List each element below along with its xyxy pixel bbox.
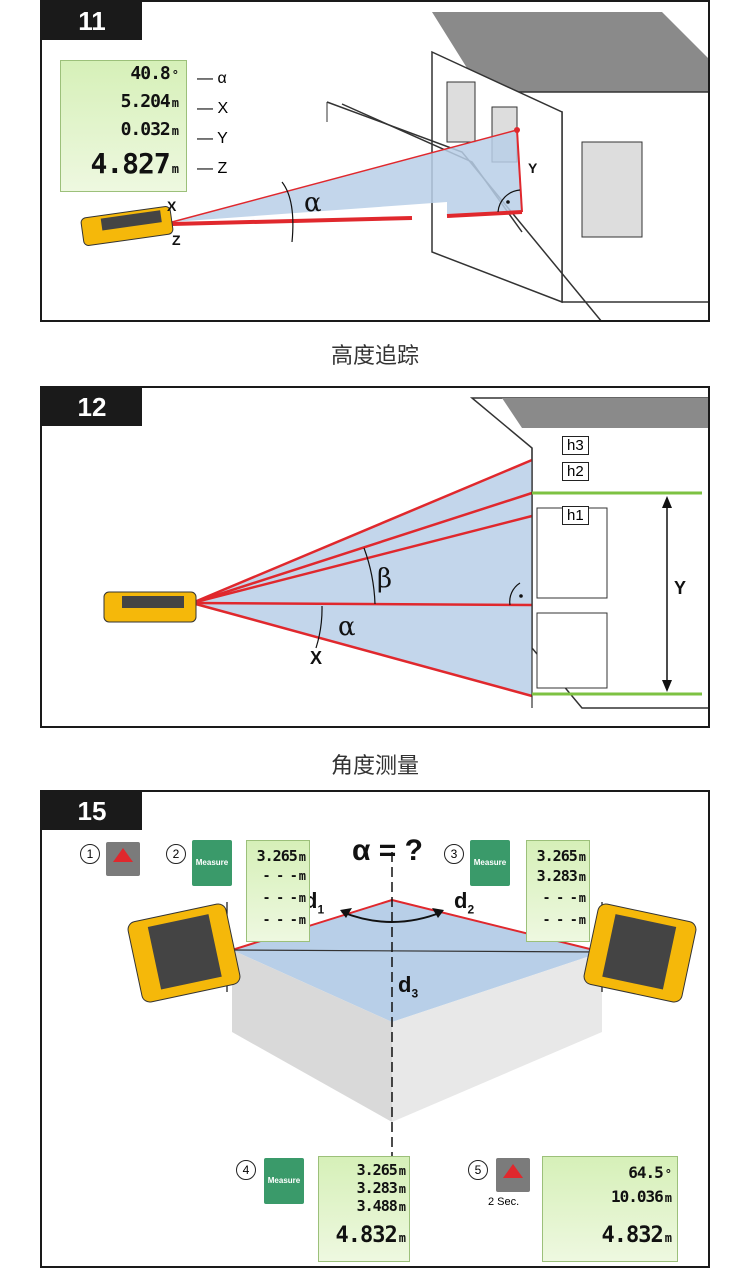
lcd4-line3: 3.488 [356, 1197, 398, 1215]
unit-m: m [398, 1164, 406, 1178]
laser-meter-device-right [583, 903, 697, 1003]
angle-measurement-illustration [103, 397, 708, 709]
legend-z: Z [217, 160, 228, 177]
lcd5-line2: 10.036 [610, 1187, 664, 1206]
unit-m: m [398, 1182, 406, 1196]
alpha-value: 40.8 [130, 63, 170, 84]
d2-sub: 2 [467, 902, 475, 917]
lcd3-line3: - - - [542, 891, 578, 906]
label-z: Z [172, 232, 181, 248]
lcd5-line1: 64.5 [628, 1163, 664, 1182]
label-y: Y [528, 160, 538, 176]
caption-height-tracking: 高度追踪 [330, 344, 419, 369]
unit-m: m [398, 1231, 406, 1245]
d2-letter: d [454, 888, 468, 913]
measure-label: Measure [195, 858, 229, 867]
step-5-marker: 5 [468, 1160, 488, 1180]
unit-m: m [298, 913, 306, 927]
step-3-marker: 3 [444, 844, 464, 864]
laser-meter-device-left [127, 903, 241, 1003]
laser-meter-device [103, 591, 197, 623]
label-y: Y [674, 578, 687, 598]
unit-m: m [578, 850, 586, 864]
lcd3-line4: - - - [542, 913, 578, 928]
unit-m: m [171, 162, 179, 176]
unit-m: m [298, 850, 306, 864]
unit-degree: ° [171, 68, 179, 82]
label-x: X [167, 198, 177, 214]
laser-button-icon [496, 1158, 530, 1192]
step-4-marker: 4 [236, 1160, 256, 1180]
laser-meter-device [80, 206, 174, 246]
measure-button: Measure [264, 1158, 304, 1204]
label-alpha: α [304, 188, 322, 218]
tag-h1: h1 [562, 506, 589, 525]
label-x: X [310, 648, 323, 668]
label-alpha: α [338, 612, 356, 642]
unit-m: m [578, 891, 586, 905]
x-value: 5.204 [120, 91, 171, 112]
panel-number: 15 [42, 792, 142, 830]
d1-sub: 1 [317, 902, 325, 917]
unit-m: m [578, 870, 586, 884]
angle-question: α = ? [352, 834, 423, 867]
z-value: 4.827 [90, 147, 170, 180]
lcd3-line2: 3.283 [536, 867, 578, 885]
height-tracking-illustration [80, 12, 708, 320]
measure-label: Measure [267, 1176, 301, 1185]
label-d2: d2 [454, 888, 474, 916]
panel-number: 11 [42, 2, 142, 40]
tag-h3: h3 [562, 436, 589, 455]
lcd5-line4: 4.832 [601, 1223, 664, 1248]
two-second-label: 2 Sec. [488, 1196, 520, 1208]
d3-sub: 3 [411, 986, 419, 1001]
legend-alpha: α [217, 70, 227, 87]
unit-m: m [171, 96, 179, 110]
lcd4-line2: 3.283 [356, 1179, 398, 1197]
measure-label: Measure [473, 858, 507, 867]
lcd2-line1: 3.265 [256, 847, 298, 865]
lcd2-line4: - - - [262, 913, 298, 928]
measure-button: Measure [192, 840, 232, 886]
d3-letter: d [398, 972, 412, 997]
unit-m: m [578, 913, 586, 927]
measure-button: Measure [470, 840, 510, 886]
y-value: 0.032 [120, 119, 171, 140]
lcd3-line1: 3.265 [536, 847, 578, 865]
lcd4-line4: 4.832 [335, 1223, 398, 1248]
legend-x: X [217, 100, 229, 117]
caption-angle-measurement: 角度测量 [330, 754, 419, 779]
laser-button-icon [106, 842, 140, 876]
triangle-angle-illustration [127, 852, 697, 1172]
legend-y: Y [217, 130, 228, 147]
tag-h2: h2 [562, 462, 589, 481]
unit-m: m [298, 869, 306, 883]
label-beta: β [377, 564, 393, 594]
lcd2-line3: - - - [262, 891, 298, 906]
unit-m: m [398, 1200, 406, 1214]
unit-m: m [664, 1231, 672, 1245]
lcd2-line2: - - - [262, 869, 298, 884]
step-2-marker: 2 [166, 844, 186, 864]
unit-m: m [664, 1191, 672, 1205]
panel-number: 12 [42, 388, 142, 426]
unit-m: m [171, 124, 179, 138]
lcd-legend: — α — X — Y — Z [197, 70, 229, 177]
panel-angle-measurement: 12 h3 h2 h1 β α X Y [40, 386, 710, 728]
unit-m: m [298, 891, 306, 905]
label-d3: d3 [398, 972, 418, 1000]
unit-degree: ° [664, 1167, 672, 1181]
lcd4-line1: 3.265 [356, 1161, 398, 1179]
step-1-marker: 1 [80, 844, 100, 864]
